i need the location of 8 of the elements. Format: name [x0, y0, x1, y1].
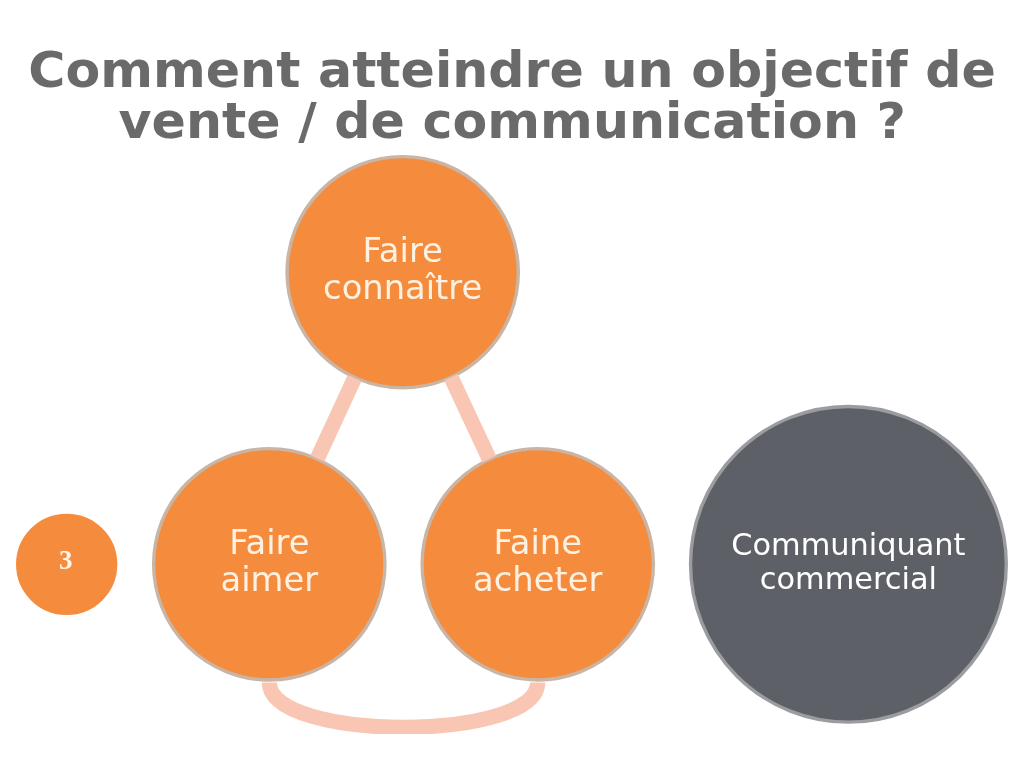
connector — [310, 374, 362, 462]
node-circle: Faire connaître — [285, 154, 521, 390]
node-circle: Faine acheter — [420, 446, 656, 682]
connector — [444, 373, 497, 462]
node-circle: 3 — [16, 513, 118, 615]
node-circle: Faire aimer — [151, 446, 387, 682]
node-circle: Communiquant commercial — [688, 404, 1008, 724]
diagram-title: Comment atteindre un objectif de vente / de communication ? — [28, 39, 996, 150]
